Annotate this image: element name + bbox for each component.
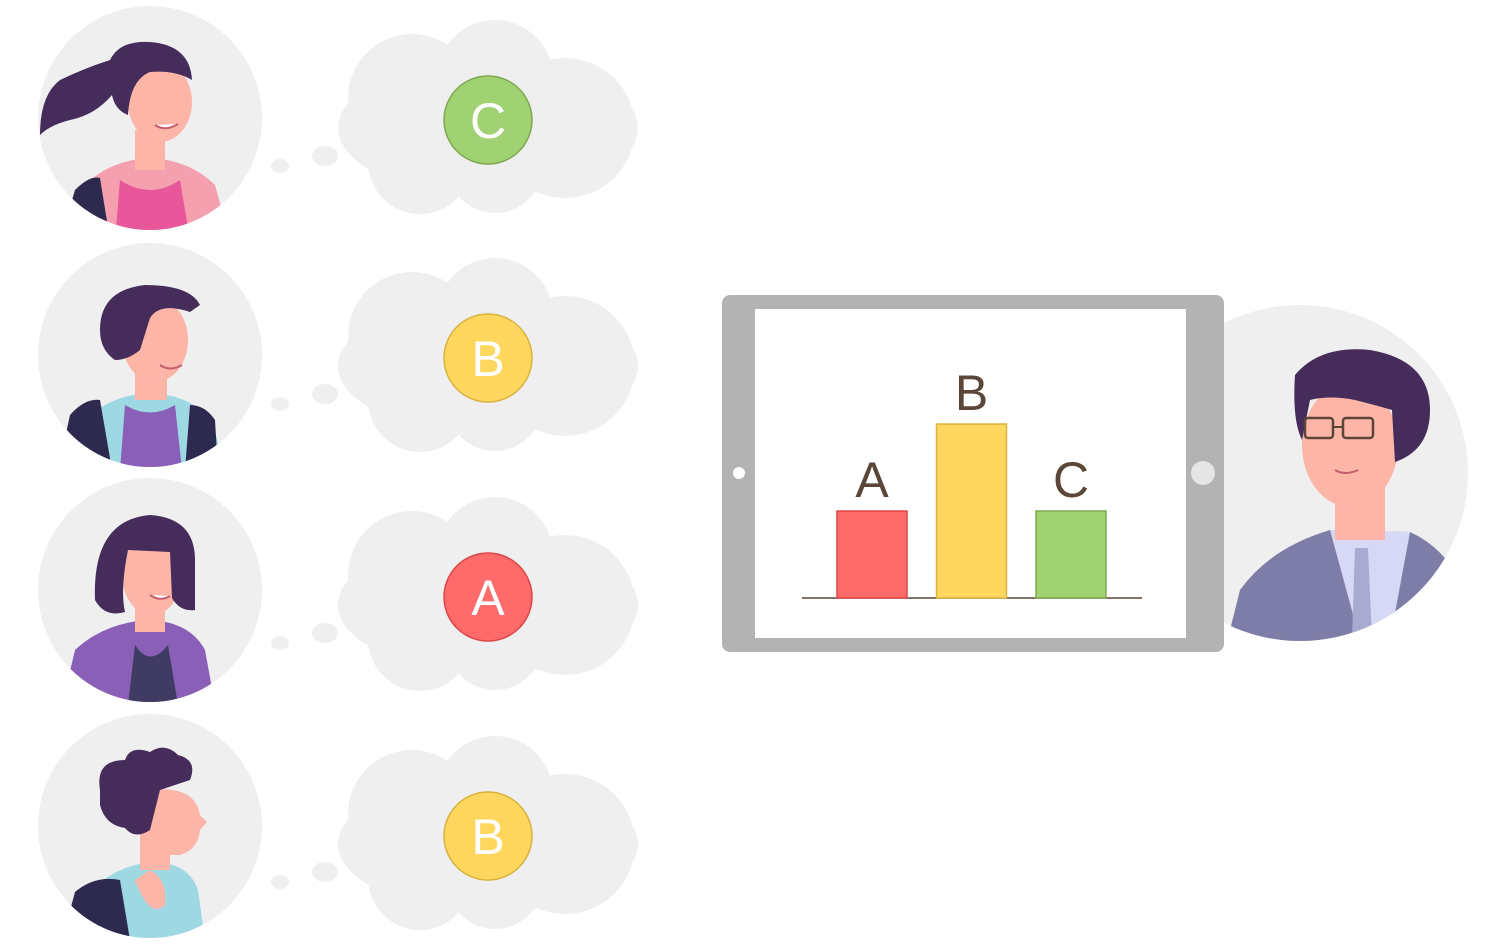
student-short-hair-icon <box>38 243 262 467</box>
answer-badge-a: A <box>443 552 533 642</box>
thought-dots <box>271 862 338 889</box>
answer-label: B <box>471 331 504 387</box>
student-row-2: B <box>38 243 638 467</box>
answer-label: A <box>471 570 505 626</box>
thought-cloud <box>338 736 638 930</box>
bar-label-a: A <box>855 452 889 508</box>
bar-label-c: C <box>1053 452 1089 508</box>
bar-c <box>1035 510 1107 599</box>
bar-a <box>836 510 908 599</box>
thought-dots <box>271 384 338 411</box>
student-bob-hair-icon <box>38 478 262 702</box>
student-row-3: A <box>38 478 638 702</box>
bar-b <box>935 423 1008 599</box>
answer-label: C <box>470 93 506 149</box>
student-row-4: B <box>38 714 638 938</box>
thought-dots <box>271 623 338 650</box>
answer-badge-b: B <box>443 313 533 403</box>
thought-dots <box>271 146 338 173</box>
student-curly-hair-icon <box>38 714 262 938</box>
bar-label-b: B <box>955 365 988 421</box>
student-row-1: C <box>38 6 638 230</box>
answer-badge-b: B <box>443 791 533 881</box>
answer-badge-c: C <box>443 75 533 165</box>
student-girl-ponytail-icon <box>38 6 262 230</box>
answer-label: B <box>471 809 504 865</box>
results-bar-chart: A B C <box>802 365 1142 599</box>
